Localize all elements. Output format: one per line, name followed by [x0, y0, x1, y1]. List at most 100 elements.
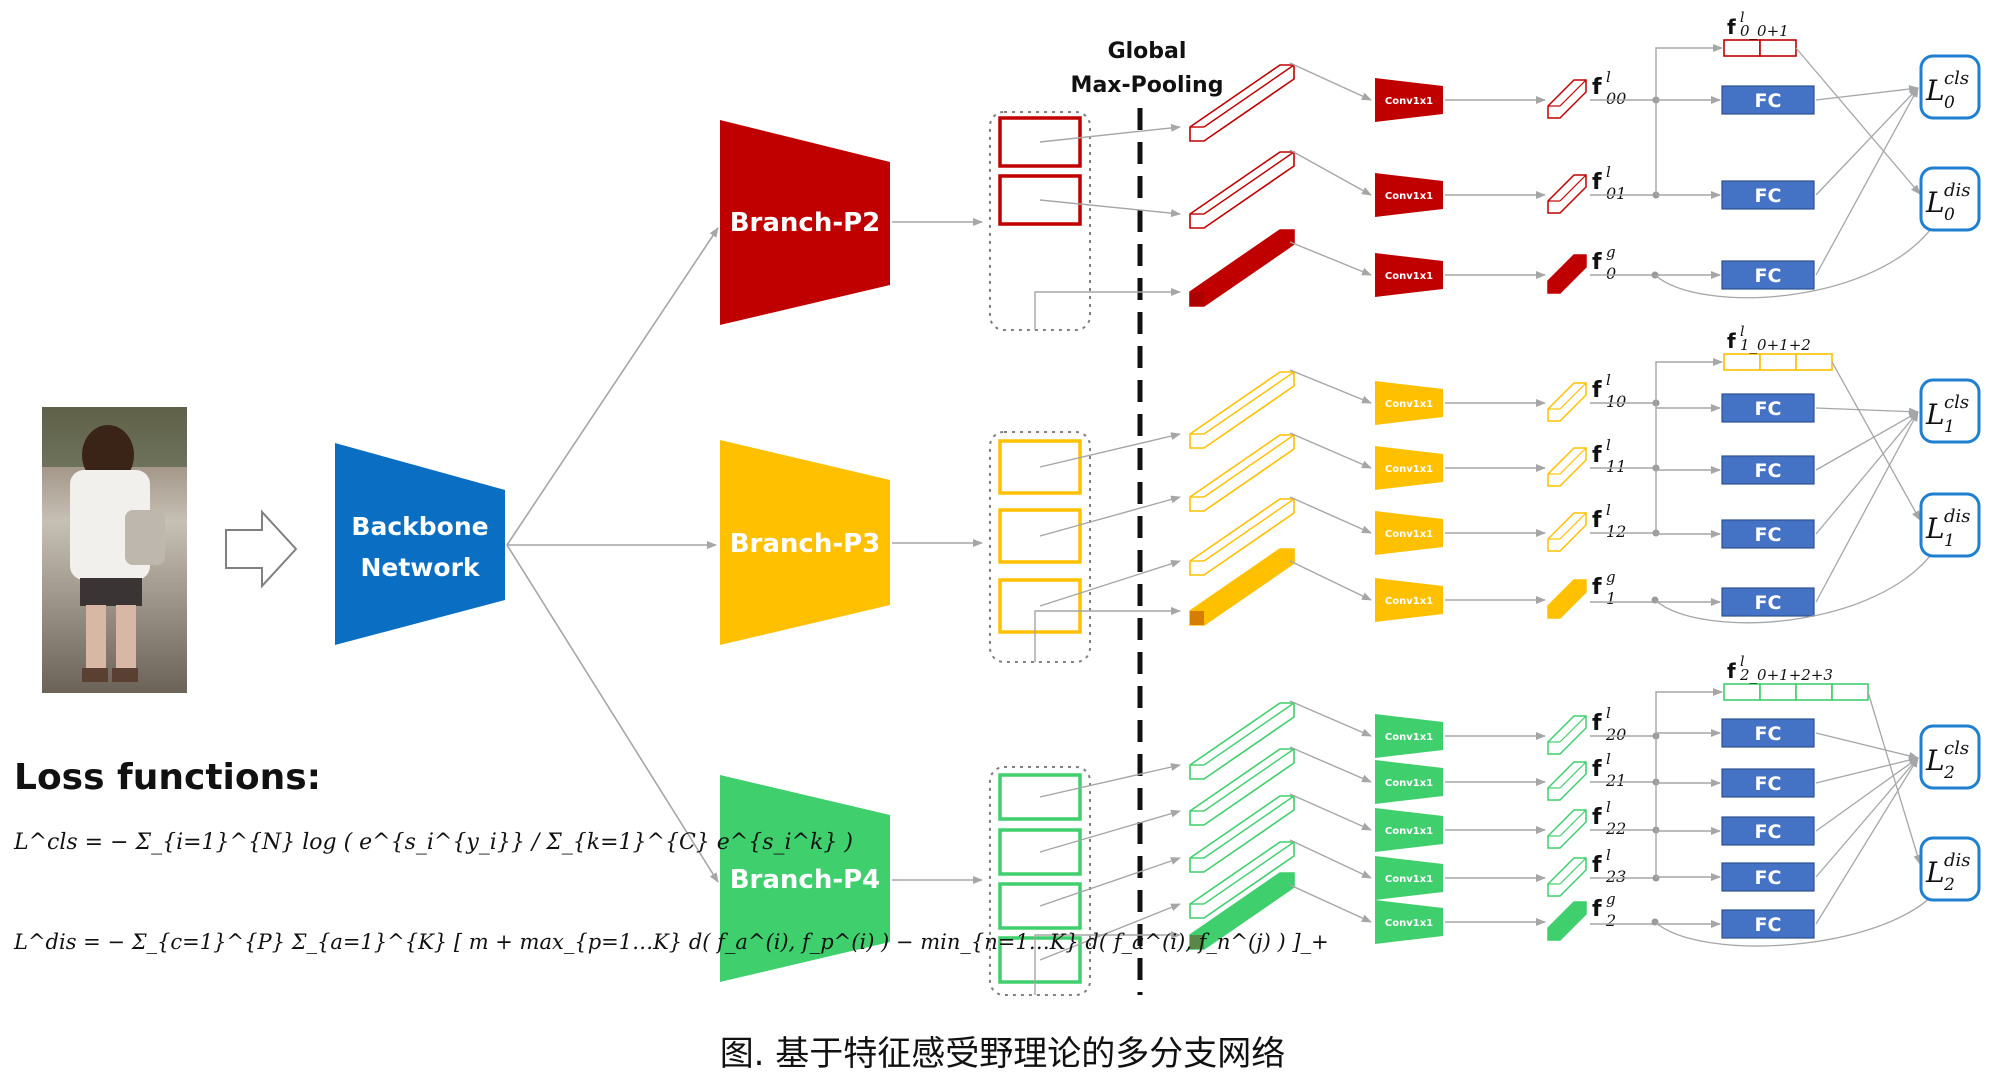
feature-label-sub: 2	[1605, 911, 1616, 930]
fc-block	[1721, 768, 1815, 798]
feature-label-sub: 21	[1605, 771, 1626, 790]
fc-block	[1721, 862, 1815, 892]
cube-edge	[1559, 715, 1587, 743]
loss-dis-box	[1919, 492, 1981, 558]
conv1x1-label: Conv1x1	[1385, 778, 1433, 789]
branch-p3: Branch-P3	[720, 440, 890, 645]
loss-label-sup: dis	[1944, 850, 1971, 871]
feature-label: f	[1592, 853, 1602, 878]
fc-block	[1721, 393, 1815, 423]
loss-dis-box	[1919, 166, 1981, 232]
fc-label: FC	[1755, 773, 1782, 795]
branch-p2: Branch-P2	[720, 120, 890, 325]
conv1x1-block	[1375, 900, 1443, 944]
feature-label: f	[1592, 575, 1602, 600]
feature-label-sup: l	[1606, 704, 1611, 722]
feature-label-sub: 0	[1606, 264, 1616, 283]
fc-block	[1721, 180, 1815, 210]
loss-label-sub: 2	[1943, 763, 1955, 783]
conv1x1-block	[1375, 808, 1443, 852]
concat-cell	[1723, 39, 1761, 57]
conv1x1-block	[1375, 253, 1443, 297]
loss-cls-box	[1919, 54, 1981, 120]
fc-block	[1721, 260, 1815, 290]
fc-label: FC	[1755, 867, 1782, 889]
conv1x1-block	[1375, 78, 1443, 122]
input-arrow-icon	[225, 509, 298, 589]
backbone-network: Backbone Network	[335, 443, 505, 645]
concat-label: f	[1727, 329, 1736, 353]
loss-dis-box	[1919, 836, 1981, 902]
conv1x1-block	[1375, 173, 1443, 217]
fc-label: FC	[1755, 914, 1782, 936]
local-pooled-feature	[1189, 795, 1295, 873]
feature-label-sub: 12	[1606, 522, 1626, 541]
feature-label: f	[1592, 711, 1602, 736]
feature-label-sub: 20	[1605, 725, 1626, 744]
loss-label-sup: dis	[1944, 506, 1971, 527]
feature-label-sup: g	[1606, 890, 1616, 908]
feature-label: f	[1592, 75, 1602, 100]
cube-edge	[1559, 382, 1587, 410]
feature-label: f	[1592, 250, 1602, 275]
feature-label-sub: 11	[1606, 457, 1626, 476]
concat-cell	[1795, 683, 1833, 701]
bar-shade	[1190, 935, 1204, 949]
branch-p4-label: Branch-P4	[730, 865, 881, 895]
global-to-dis-curve	[1654, 891, 1937, 947]
fc-label: FC	[1755, 460, 1782, 482]
loss-cls-box	[1919, 724, 1981, 790]
bar-edge	[1203, 548, 1295, 612]
pooling-label-line1: Global	[1108, 39, 1187, 64]
conv1x1-block	[1375, 714, 1443, 758]
feature-label-sup: g	[1606, 568, 1616, 586]
local-pooled-feature	[1189, 64, 1295, 142]
concat-label-sup: l	[1740, 10, 1744, 26]
feature-label-sup: l	[1606, 798, 1611, 816]
backbone-label-line1: Backbone	[351, 512, 488, 541]
feature-label-sup: l	[1606, 163, 1611, 181]
fc-label: FC	[1755, 90, 1782, 112]
fc-block	[1721, 455, 1815, 485]
feature-label-sub: 10	[1606, 392, 1626, 411]
bar-edge	[1203, 795, 1295, 859]
feature-label-sub: 01	[1606, 184, 1626, 203]
feature-label-sup: l	[1606, 501, 1611, 519]
bar-edge	[1203, 872, 1295, 936]
feature-label-sub: 23	[1605, 867, 1626, 886]
local-pooled-feature	[1189, 498, 1295, 576]
concat-label-sub: 0_0+1	[1740, 22, 1789, 40]
loss-cls-box	[1919, 378, 1981, 444]
feature-label: f	[1592, 378, 1602, 403]
concat-label-sub: 1_0+1+2	[1740, 336, 1811, 354]
fc-label: FC	[1755, 185, 1782, 207]
concat-label-sub: 2_0+1+2+3	[1739, 666, 1833, 684]
bar-edge	[1203, 702, 1295, 766]
fc-label: FC	[1755, 821, 1782, 843]
bar-edge	[1203, 64, 1295, 128]
cube-edge	[1559, 447, 1587, 475]
conv1x1-label: Conv1x1	[1385, 96, 1433, 107]
cube-edge	[1559, 761, 1587, 789]
fc-block	[1721, 519, 1815, 549]
concat-label: f	[1727, 659, 1736, 683]
feature-label-sup: l	[1606, 846, 1611, 864]
concat-label-sup: l	[1740, 654, 1744, 670]
loss-label-sup: cls	[1944, 68, 1969, 89]
branch-p3-label: Branch-P3	[730, 529, 881, 559]
bar-edge	[1203, 371, 1295, 435]
fc-block	[1721, 587, 1815, 617]
fc-label: FC	[1755, 265, 1782, 287]
bar-edge	[1203, 434, 1295, 498]
conv1x1-label: Conv1x1	[1385, 399, 1433, 410]
partition-stack	[989, 766, 1091, 996]
backbone-label-line2: Network	[360, 553, 480, 582]
fc-label: FC	[1755, 723, 1782, 745]
input-person-image	[42, 407, 187, 693]
loss-label: L	[1925, 74, 1945, 107]
bar-edge	[1203, 151, 1295, 215]
loss-label-sub: 1	[1944, 531, 1955, 551]
concat-cell	[1723, 353, 1761, 371]
